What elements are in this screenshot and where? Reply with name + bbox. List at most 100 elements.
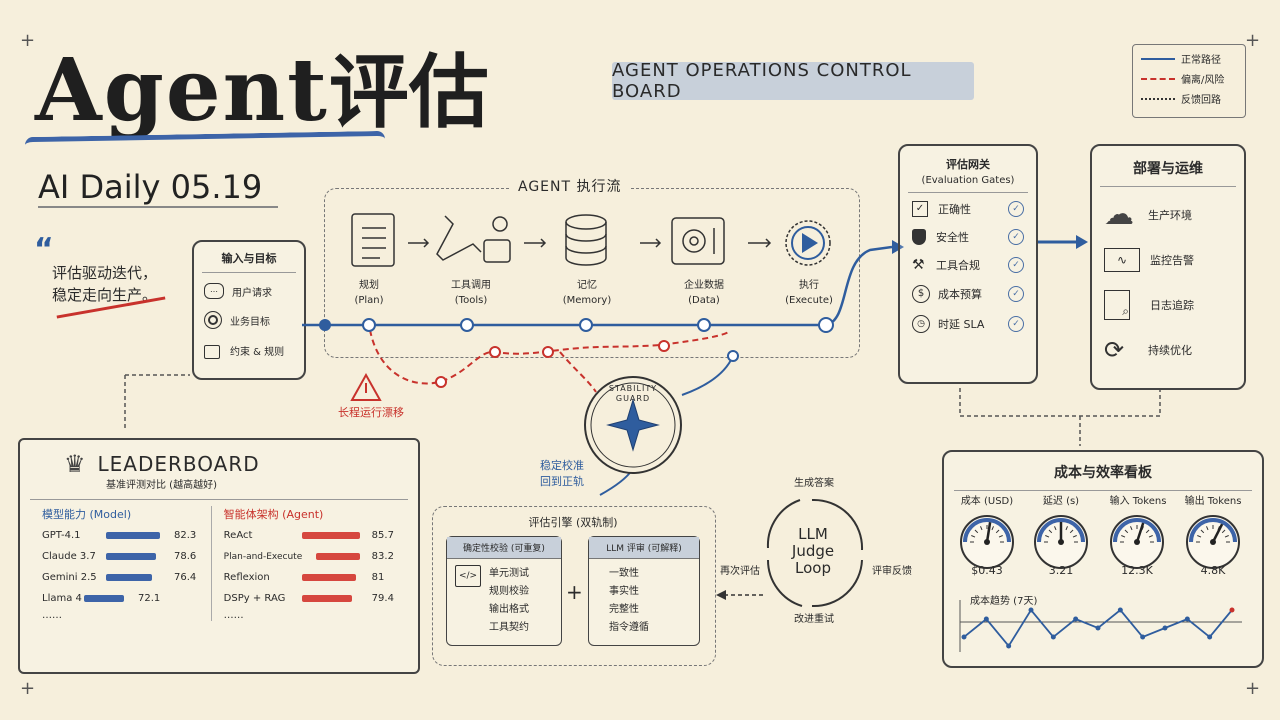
gauge-needle xyxy=(1135,522,1145,543)
ops-item: ⌕ 日志追踪 xyxy=(1092,281,1244,329)
drift-path-to-guard xyxy=(559,351,597,393)
subtitle: AI Daily 05.19 xyxy=(38,168,263,206)
log-search-icon: ⌕ xyxy=(1104,290,1130,320)
flow-step-en: (Plan) xyxy=(354,295,384,306)
legend-label: 正常路径 xyxy=(1181,55,1221,66)
safe-icon xyxy=(671,217,725,265)
warning-icon xyxy=(350,372,382,401)
agent-score: 83.2 xyxy=(371,551,394,562)
flow-step-en: (Memory) xyxy=(562,295,612,306)
llm-review-panel: LLM 评审 (可解释) 一致性 事实性 完整性 指令遵循 xyxy=(588,536,700,646)
flow-step-en: (Data) xyxy=(688,295,720,306)
check-icon: ✓ xyxy=(1008,257,1024,273)
llm-review-item: 完整性 xyxy=(609,604,639,615)
page-title: Agent评估 xyxy=(35,28,595,148)
input-item: …用户请求 xyxy=(194,277,304,305)
input-item: 业务目标 xyxy=(194,305,304,335)
cost-board-title: 成本与效率看板 xyxy=(1054,465,1152,481)
cost-board-graphics xyxy=(959,515,1242,652)
ops-label: 日志追踪 xyxy=(1150,299,1194,312)
ops-title: 部署与运维 xyxy=(1133,161,1203,177)
gate-label: 时延 SLA xyxy=(938,318,985,331)
flow-step: 记忆 (Memory) xyxy=(554,278,620,308)
judge-loop-line: Loop xyxy=(795,559,831,577)
agent-bar xyxy=(301,574,356,581)
gauge-icon xyxy=(1186,515,1240,569)
legend-label: 偏离/风险 xyxy=(1181,75,1225,86)
ops-panel: 部署与运维 ☁生产环境 ∿监控告警 ⌕日志追踪 ⟳持续优化 xyxy=(1090,144,1246,390)
deterministic-item: 工具契约 xyxy=(489,622,529,633)
model-bar xyxy=(106,553,156,560)
model-bar xyxy=(106,532,160,539)
judge-loop-icon xyxy=(766,498,864,608)
trend-title: 成本趋势 (7天) xyxy=(970,596,1038,607)
gauge-label: 成本 (USD) xyxy=(960,496,1014,507)
leaderboard-title: LEADERBOARD xyxy=(97,452,260,476)
more-indicator: …… xyxy=(223,610,244,621)
subtitle-underline xyxy=(38,206,278,208)
more-indicator: …… xyxy=(42,610,62,621)
gauge-label: 输出 Tokens xyxy=(1184,496,1242,507)
chat-icon: … xyxy=(204,283,224,299)
deterministic-item: 单元测试 xyxy=(489,568,529,579)
agent-name: DSPy + RAG xyxy=(223,593,286,604)
llm-review-title: LLM 评审 (可解释) xyxy=(589,537,699,559)
flow-step: 规划(Plan) xyxy=(338,278,400,308)
model-column-title: 模型能力 (Model) xyxy=(42,508,132,521)
target-icon xyxy=(204,311,222,329)
agent-bar xyxy=(301,595,352,602)
trend-point xyxy=(1162,625,1168,631)
agent-row: Plan-and-Execute 83.2 xyxy=(224,551,408,562)
judge-loop-bottom: 改进重试 xyxy=(794,614,834,625)
gauge-icon xyxy=(960,515,1014,569)
trend-point xyxy=(1117,607,1123,613)
ops-label: 监控告警 xyxy=(1150,254,1194,267)
stability-guard-icon xyxy=(584,376,682,474)
input-panel: 输入与目标 …用户请求 业务目标 约束 & 规则 xyxy=(192,240,306,380)
trend-point xyxy=(1073,616,1079,622)
flow-step: 执行(Execute) xyxy=(776,278,842,308)
quote-text: 评估驱动迭代， 稳定走向生产。 xyxy=(52,262,157,306)
gauge-value: 12.3K xyxy=(1121,564,1153,577)
flow-step-cn: 记忆 xyxy=(577,280,597,291)
gates-panel: 评估网关 (Evaluation Gates) ✓正确性✓ 安全性✓ ⚒工具合规… xyxy=(898,144,1038,384)
agent-name: Plan-and-Execute xyxy=(223,551,303,562)
input-item: 约束 & 规则 xyxy=(194,335,304,365)
judge-loop-line: LLM xyxy=(798,525,828,543)
database-icon xyxy=(565,214,607,266)
check-square-icon: ✓ xyxy=(912,201,928,217)
gate-item: ⚒工具合规✓ xyxy=(900,251,1036,279)
gauge-icon xyxy=(1034,515,1088,569)
monitor-icon: ∿ xyxy=(1104,248,1140,272)
flow-step: 企业数据(Data) xyxy=(668,278,740,308)
llm-review-item: 指令遵循 xyxy=(609,622,649,633)
plus-sign: + xyxy=(566,580,583,604)
trend-point xyxy=(1229,607,1235,613)
trend-point xyxy=(1207,634,1213,640)
input-panel-title: 输入与目标 xyxy=(221,252,277,265)
judge-loop-line: Judge xyxy=(791,542,835,560)
corner-mark-icon: + xyxy=(20,30,36,51)
engine-box xyxy=(432,506,716,666)
legend-item: 正常路径 xyxy=(1141,51,1237,66)
legend: 正常路径 偏离/风险 反馈回路 xyxy=(1132,44,1246,118)
recalibrate-line: 稳定校准 xyxy=(540,459,584,472)
trend-point xyxy=(983,616,989,622)
model-name: GPT-4.1 xyxy=(42,530,81,541)
wrench-icon: ⚒ xyxy=(912,257,925,273)
gauge-value: $0.43 xyxy=(971,564,1003,577)
trophy-icon: ♛ xyxy=(64,450,86,478)
lock-icon xyxy=(204,345,220,359)
flow-step-cn: 工具调用 xyxy=(451,280,491,291)
leaderboard-subtitle: 基准评测对比 (越高越好) xyxy=(106,480,217,491)
gauge-value: 3.21 xyxy=(1048,564,1074,577)
input-item-label: 业务目标 xyxy=(230,316,270,328)
deterministic-item: 规则校验 xyxy=(489,586,529,597)
check-icon: ✓ xyxy=(1008,229,1024,245)
code-icon: </> xyxy=(455,565,481,587)
